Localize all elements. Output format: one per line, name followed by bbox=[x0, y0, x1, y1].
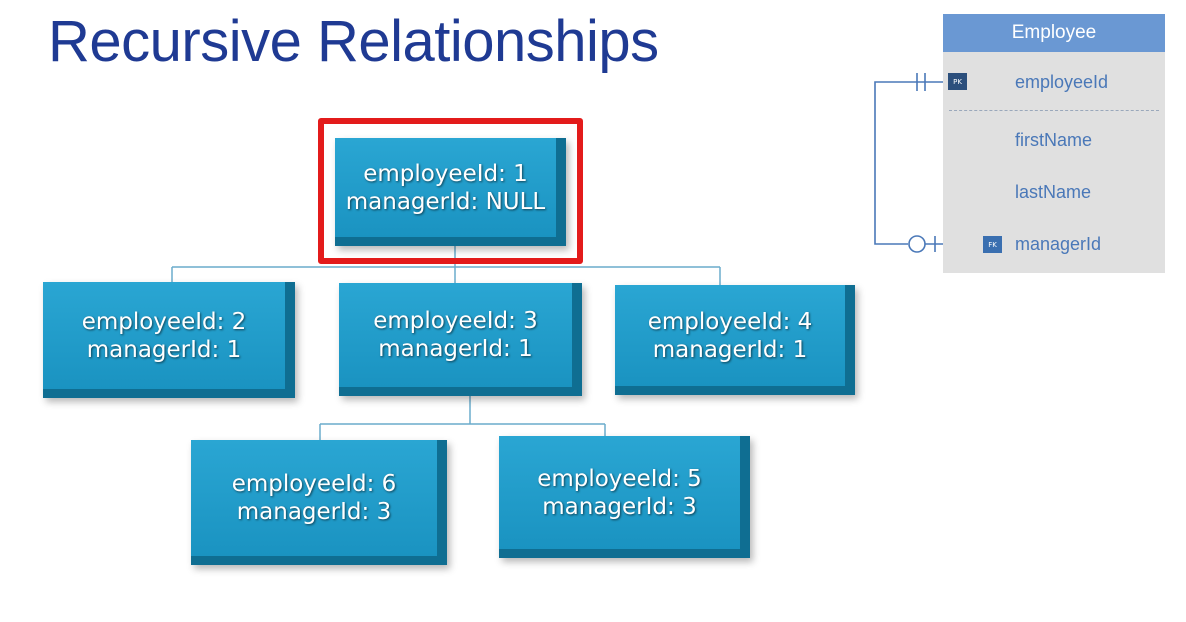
entity-name: Employee bbox=[943, 14, 1165, 52]
primary-key-icon: PK bbox=[948, 73, 967, 90]
attribute-employee-id: employeeId bbox=[1015, 72, 1109, 92]
pk-divider bbox=[949, 110, 1159, 111]
foreign-key-icon: FK bbox=[983, 236, 1002, 253]
node-manager-id: managerId: 3 bbox=[236, 499, 392, 525]
org-node-employee-2: employeeId: 2 managerId: 1 bbox=[43, 282, 295, 398]
org-node-employee-3: employeeId: 3 managerId: 1 bbox=[339, 283, 582, 396]
node-manager-id: managerId: 3 bbox=[542, 493, 697, 520]
node-manager-id: managerId: 1 bbox=[86, 336, 242, 363]
attribute-last-name: lastName bbox=[1015, 182, 1092, 202]
node-employee-id: employeeId: 4 bbox=[647, 308, 813, 335]
node-employee-id: employeeId: 5 bbox=[537, 465, 702, 492]
node-employee-id: employeeId: 1 bbox=[363, 160, 528, 187]
attribute-first-name: firstName bbox=[1015, 130, 1093, 150]
org-node-employee-6: employeeId: 6 managerId: 3 bbox=[191, 440, 447, 565]
org-node-employee-1: employeeId: 1 managerId: NULL bbox=[335, 138, 566, 246]
employee-entity: Employee PK employeeId firstName lastNam… bbox=[943, 14, 1165, 273]
org-node-employee-4: employeeId: 4 managerId: 1 bbox=[615, 285, 855, 395]
root-highlight-frame bbox=[318, 118, 583, 264]
node-manager-id: managerId: 1 bbox=[652, 336, 808, 363]
org-node-employee-5: employeeId: 5 managerId: 3 bbox=[499, 436, 750, 558]
node-manager-id: managerId: 1 bbox=[378, 336, 533, 362]
slide-title: Recursive Relationships bbox=[48, 9, 659, 74]
zero-optional-mark bbox=[908, 235, 926, 253]
attribute-manager-id: managerId bbox=[1015, 234, 1102, 254]
node-manager-id: managerId: NULL bbox=[345, 188, 546, 215]
recursive-relationship-line bbox=[874, 81, 945, 245]
node-employee-id: employeeId: 3 bbox=[373, 308, 538, 334]
node-employee-id: employeeId: 6 bbox=[231, 471, 397, 497]
node-employee-id: employeeId: 2 bbox=[81, 308, 247, 335]
